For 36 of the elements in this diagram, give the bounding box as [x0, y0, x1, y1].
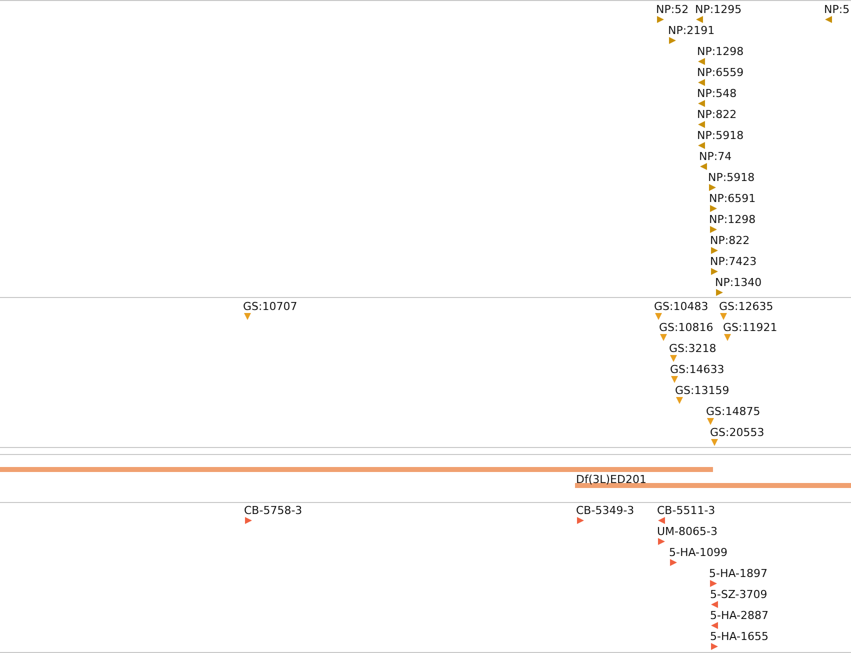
- feature-label: UM-8065-3: [657, 525, 718, 538]
- feature-label: NP:5918: [708, 171, 755, 184]
- feature-label: NP:52: [656, 3, 689, 16]
- feature-label: GS:13159: [675, 384, 730, 397]
- feature-label: NP:822: [710, 234, 750, 247]
- feature-label: NP:5: [824, 3, 850, 16]
- feature-label: 5-SZ-3709: [710, 588, 768, 601]
- feature-label: CB-5758-3: [244, 504, 302, 517]
- feature-label: NP:1298: [697, 45, 744, 58]
- feature-label: NP:74: [699, 150, 732, 163]
- feature-label: Df(3L)ED201: [576, 473, 646, 486]
- feature-label: GS:11921: [723, 321, 778, 334]
- feature-label: CB-5511-3: [657, 504, 716, 517]
- feature-label: NP:822: [697, 108, 737, 121]
- feature-label: NP:6591: [709, 192, 756, 205]
- feature-label: NP:6559: [697, 66, 744, 79]
- feature-label: NP:1298: [709, 213, 756, 226]
- feature-label: 5-HA-1655: [710, 630, 768, 643]
- feature-label: NP:5918: [697, 129, 744, 142]
- feature-label: 5-HA-2887: [710, 609, 768, 622]
- feature-label: 5-HA-1897: [709, 567, 768, 580]
- feature-label: GS:10483: [654, 300, 708, 313]
- feature-label: GS:12635: [719, 300, 774, 313]
- feature-label: NP:1340: [715, 276, 762, 289]
- feature-label: GS:10816: [659, 321, 714, 334]
- feature-label: GS:10707: [243, 300, 298, 313]
- feature-label: NP:2191: [668, 24, 715, 37]
- feature-label: GS:3218: [669, 342, 716, 355]
- feature-label: NP:548: [697, 87, 737, 100]
- feature-label: 5-HA-1099: [669, 546, 728, 559]
- feature-label: CB-5349-3: [576, 504, 634, 517]
- feature-label: NP:1295: [695, 3, 742, 16]
- feature-label: GS:20553: [710, 426, 764, 439]
- feature-label: GS:14875: [706, 405, 760, 418]
- feature-label: GS:14633: [670, 363, 724, 376]
- feature-label: NP:7423: [710, 255, 757, 268]
